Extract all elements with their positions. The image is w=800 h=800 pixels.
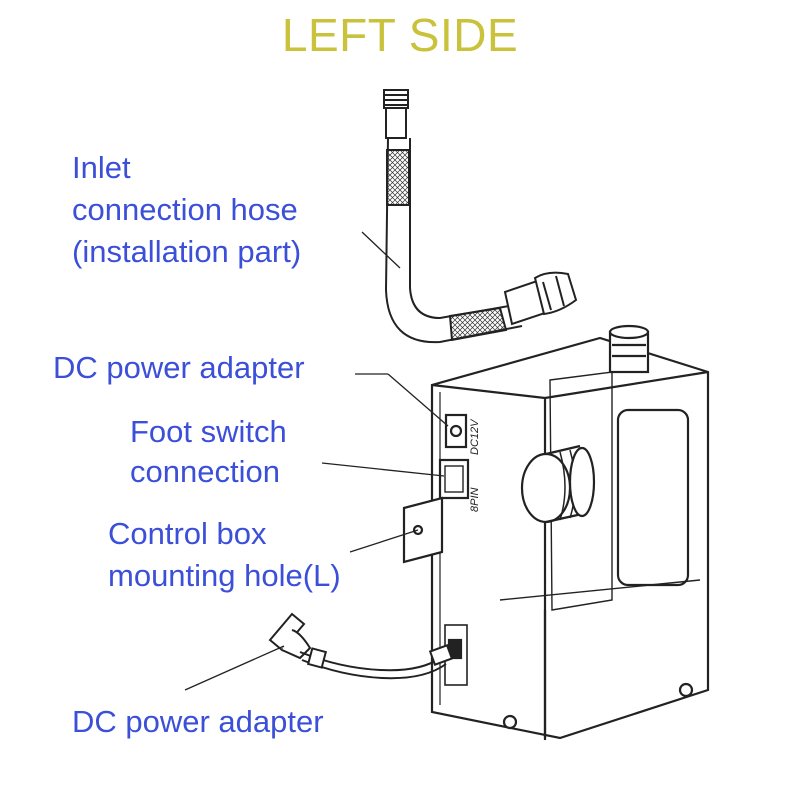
dc12v-marking: DC12V [469, 418, 481, 455]
leader-lines [184, 231, 449, 691]
leader-dc-bottom [184, 645, 285, 691]
leader-mount [349, 529, 419, 553]
leader-foot [321, 462, 445, 477]
dc-adapter-cable [268, 612, 454, 680]
label-dc-power-bottom: DC power adapter [72, 704, 324, 739]
leader-inlet [361, 231, 401, 269]
label-foot-line2: connection [130, 454, 280, 489]
diagram-title: LEFT SIDE [281, 9, 519, 61]
label-mount-line2: mounting hole(L) [108, 558, 341, 593]
8pin-marking: 8PIN [469, 487, 481, 512]
control-box-housing [402, 324, 710, 740]
label-inlet-line3: (installation part) [72, 234, 302, 269]
inlet-hose [383, 89, 578, 344]
leader-dc-top-2 [387, 373, 449, 427]
label-foot-line1: Foot switch [130, 414, 287, 449]
label-mount-line1: Control box [108, 516, 267, 551]
label-inlet-line1: Inlet [72, 150, 131, 185]
label-dc-power-top: DC power adapter [53, 350, 305, 385]
label-inlet-line2: connection hose [72, 192, 298, 227]
